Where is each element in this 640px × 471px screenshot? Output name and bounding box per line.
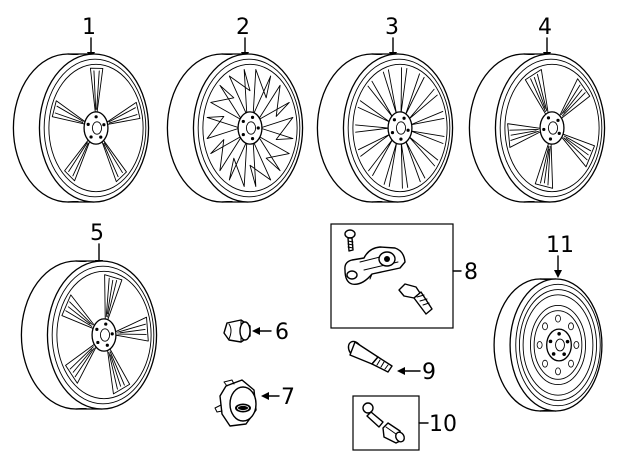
callout-5[interactable]: 5 xyxy=(90,221,104,268)
callout-number-10: 10 xyxy=(429,412,457,437)
callout-number-5: 5 xyxy=(90,221,104,246)
callout-11[interactable]: 11 xyxy=(546,233,574,278)
sensor-screw xyxy=(344,229,356,252)
wheel-3-icon[interactable] xyxy=(316,53,454,203)
callout-number-1: 1 xyxy=(82,15,96,40)
callout-7[interactable]: 7 xyxy=(261,385,295,410)
callout-number-7: 7 xyxy=(281,385,295,410)
wheel-5-icon[interactable] xyxy=(20,260,158,410)
spare-wheel-icon[interactable] xyxy=(493,278,603,412)
wheel-1-icon[interactable] xyxy=(12,53,150,203)
callout-number-6: 6 xyxy=(275,320,289,345)
callout-3[interactable]: 3 xyxy=(385,15,399,60)
callout-6[interactable]: 6 xyxy=(252,320,289,345)
valve-stem[interactable] xyxy=(346,339,393,373)
callout-number-3: 3 xyxy=(385,15,399,40)
kit-box-10 xyxy=(352,395,420,451)
callout-2[interactable]: 2 xyxy=(236,15,250,60)
callout-1[interactable]: 1 xyxy=(82,15,96,60)
tpms-sensor-kit[interactable] xyxy=(330,223,454,329)
kit-box xyxy=(330,223,454,329)
callout-number-4: 4 xyxy=(538,15,552,40)
valve-cap-and-core[interactable] xyxy=(352,395,420,451)
callout-number-8: 8 xyxy=(464,260,478,285)
wheel-2-icon[interactable] xyxy=(166,53,304,203)
callout-8[interactable]: 8 xyxy=(452,260,478,285)
callout-10[interactable]: 10 xyxy=(418,412,457,437)
callout-number-2: 2 xyxy=(236,15,250,40)
lug-nut-cap[interactable] xyxy=(223,319,251,343)
valve-core xyxy=(362,402,384,428)
sensor-valve xyxy=(398,283,433,315)
wheel-4-icon[interactable] xyxy=(468,53,606,203)
sensor-body xyxy=(344,246,406,285)
valve-cap xyxy=(382,422,405,444)
callout-number-11: 11 xyxy=(546,233,574,258)
callout-4[interactable]: 4 xyxy=(538,15,552,60)
callout-number-9: 9 xyxy=(422,360,436,385)
callout-9[interactable]: 9 xyxy=(397,360,436,385)
center-cap[interactable] xyxy=(214,379,257,427)
